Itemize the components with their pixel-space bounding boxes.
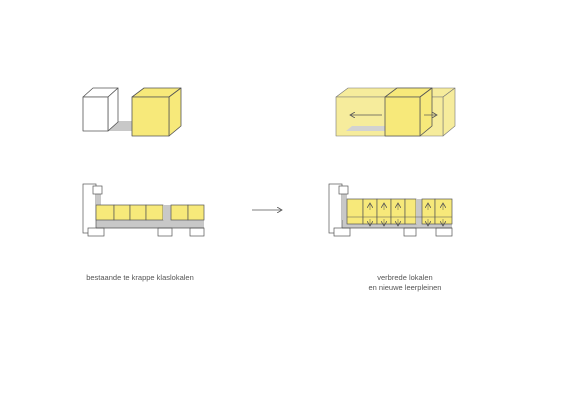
caption-existing-text: bestaande te krappe klaslokalen	[86, 273, 194, 282]
existing-annex	[87, 227, 105, 237]
existing-gap	[163, 205, 171, 220]
new-small-block	[338, 185, 349, 195]
new-classroom	[346, 198, 364, 225]
new-gap	[416, 199, 422, 224]
caption-new-line1: verbrede lokalen	[377, 273, 433, 282]
existing-floor-plan	[82, 183, 205, 237]
new-floor-strip	[346, 126, 392, 131]
existing-small-block	[92, 185, 103, 195]
existing-corridor	[96, 220, 204, 228]
existing-stair-core	[96, 187, 101, 220]
new-classroom	[404, 198, 417, 225]
existing-classroom	[113, 204, 131, 221]
existing-white-block-front	[82, 96, 109, 132]
new-cube-front	[384, 96, 421, 137]
existing-classroom	[145, 204, 164, 221]
existing-yellow-cube-front	[131, 96, 170, 137]
existing-classroom	[95, 204, 115, 221]
existing-classroom	[187, 204, 205, 221]
new-annex	[333, 227, 351, 237]
new-classroom	[434, 198, 453, 225]
existing-yellow-cube-side	[168, 87, 182, 137]
new-classroom	[421, 198, 436, 225]
caption-existing: bestaande te krappe klaslokalen	[40, 273, 240, 283]
new-annex	[403, 227, 417, 237]
caption-new-line2: en nieuwe leerpleinen	[368, 283, 442, 292]
existing-volume-diagram	[82, 87, 182, 137]
new-annex	[435, 227, 453, 237]
existing-classroom	[170, 204, 189, 221]
caption-new: verbrede lokalen en nieuwe leerpleinen	[305, 273, 505, 293]
new-floor-plan	[328, 183, 453, 237]
new-stair-core	[342, 187, 347, 220]
new-volume-diagram	[335, 87, 456, 137]
existing-classroom	[129, 204, 147, 221]
existing-annex	[189, 227, 205, 237]
existing-annex	[157, 227, 173, 237]
